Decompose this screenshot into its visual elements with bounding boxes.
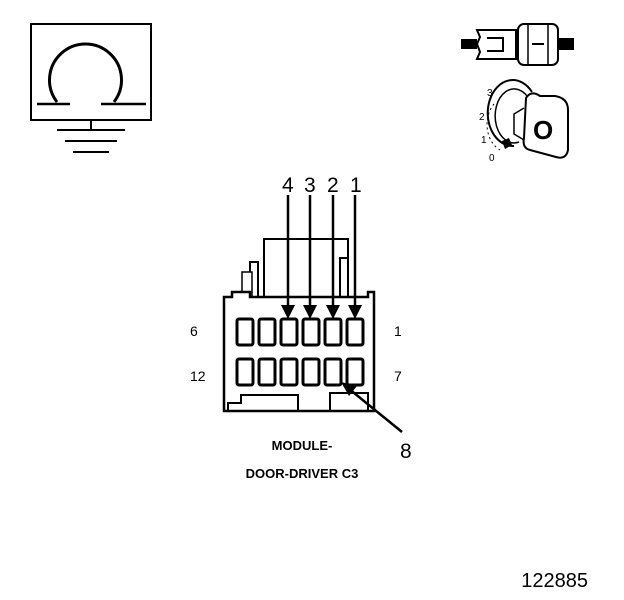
ignition-position-0: 0 bbox=[489, 153, 495, 164]
pin-label-bottom-left: 12 bbox=[190, 368, 206, 384]
pin-number-1: 1 bbox=[350, 174, 362, 197]
pin-number-4: 4 bbox=[282, 174, 294, 197]
connector-title-line1: MODULE- bbox=[272, 438, 333, 453]
key-label: O bbox=[533, 115, 553, 145]
pin-number-2: 2 bbox=[327, 174, 339, 197]
inline-connector-icon bbox=[461, 23, 574, 66]
pin-arrows bbox=[281, 195, 403, 433]
pin-number-3: 3 bbox=[304, 174, 316, 197]
pin-label-top-right: 1 bbox=[394, 323, 402, 339]
pin-label-bottom-right: 7 bbox=[394, 368, 402, 384]
figure-id: 122885 bbox=[521, 570, 588, 592]
connector-cavities-row-bottom bbox=[235, 357, 365, 387]
ignition-position-3: 3 bbox=[487, 88, 493, 99]
ignition-position-1: 1 bbox=[481, 135, 487, 146]
ground-symbol-icon bbox=[30, 23, 152, 153]
connector-cavities-row-top bbox=[235, 317, 365, 347]
callout-pin-label: 8 bbox=[400, 440, 412, 463]
connector-title-line2: DOOR-DRIVER C3 bbox=[246, 466, 359, 481]
ignition-position-2: 2 bbox=[479, 112, 485, 123]
ignition-switch-icon: 3 2 1 0 O bbox=[479, 79, 569, 164]
pin-label-top-left: 6 bbox=[190, 323, 198, 339]
